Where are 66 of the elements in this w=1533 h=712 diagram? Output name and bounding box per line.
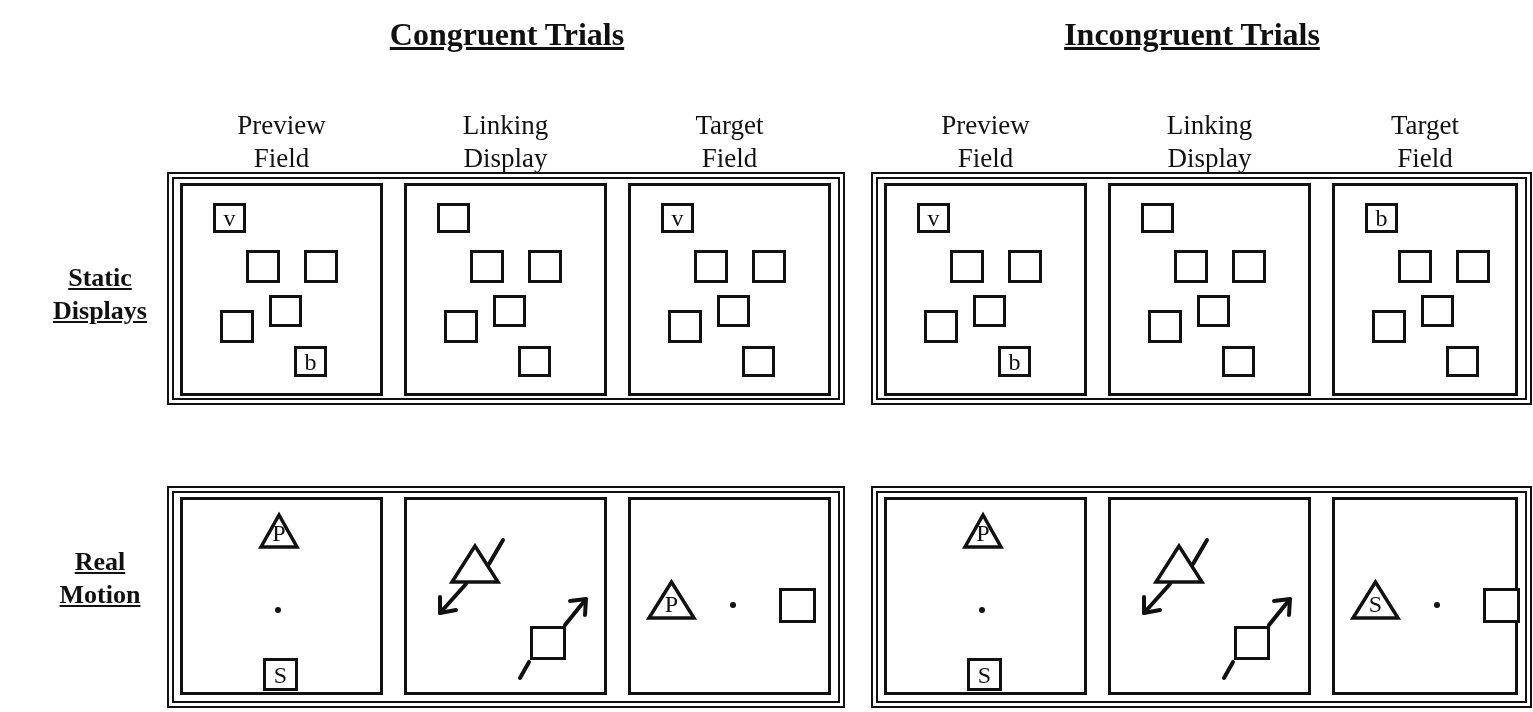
empty-square xyxy=(1483,588,1520,623)
group-heading: Incongruent Trials xyxy=(1064,15,1320,54)
panel-heading: Linking Display xyxy=(461,109,550,175)
display-panel xyxy=(180,497,383,695)
empty-square xyxy=(444,310,478,343)
empty-square xyxy=(1008,250,1042,283)
empty-square xyxy=(304,250,338,283)
empty-square xyxy=(694,250,728,283)
empty-square xyxy=(1446,346,1479,377)
display-panel xyxy=(884,497,1087,695)
letter-square: S xyxy=(263,658,298,691)
letter-square: v xyxy=(661,203,694,233)
empty-square xyxy=(1141,203,1174,233)
empty-square xyxy=(717,295,750,327)
letter-triangle: S xyxy=(1351,580,1400,620)
empty-square xyxy=(950,250,984,283)
empty-square xyxy=(1372,310,1406,343)
empty-square xyxy=(752,250,786,283)
letter-square: S xyxy=(967,658,1002,691)
empty-square xyxy=(1456,250,1490,283)
row-label: Static Displays xyxy=(52,262,148,327)
letter-square: b xyxy=(294,346,327,377)
display-frame xyxy=(871,486,1532,708)
empty-square xyxy=(1148,310,1182,343)
row-label: Real Motion xyxy=(58,546,142,611)
empty-square xyxy=(1222,346,1255,377)
letter-square: b xyxy=(998,346,1031,377)
empty-square xyxy=(1232,250,1266,283)
letter-triangle: P xyxy=(963,513,1003,549)
empty-square xyxy=(668,310,702,343)
panel-heading: Linking Display xyxy=(1165,109,1254,175)
display-panel xyxy=(1108,497,1311,695)
panel-heading: Target Field xyxy=(1389,109,1461,175)
empty-square xyxy=(973,295,1006,327)
empty-square xyxy=(220,310,254,343)
letter-square: v xyxy=(917,203,950,233)
empty-square xyxy=(779,588,816,623)
empty-square xyxy=(246,250,280,283)
empty-square xyxy=(269,295,302,327)
empty-square xyxy=(493,295,526,327)
empty-square xyxy=(1174,250,1208,283)
empty-square xyxy=(1398,250,1432,283)
empty-triangle xyxy=(1154,544,1204,584)
panel-heading: Preview Field xyxy=(940,109,1031,175)
panel-heading: Preview Field xyxy=(236,109,327,175)
empty-square xyxy=(518,346,551,377)
empty-square xyxy=(742,346,775,377)
empty-square xyxy=(1421,295,1454,327)
empty-square xyxy=(924,310,958,343)
group-heading: Congruent Trials xyxy=(389,15,625,54)
empty-square xyxy=(1197,295,1230,327)
empty-square xyxy=(470,250,504,283)
empty-square xyxy=(530,626,566,660)
display-panel xyxy=(628,497,831,695)
empty-square xyxy=(528,250,562,283)
empty-triangle xyxy=(450,544,500,584)
panel-heading: Target Field xyxy=(694,109,765,175)
letter-square: b xyxy=(1365,203,1398,233)
display-panel xyxy=(1332,497,1518,695)
letter-triangle: P xyxy=(647,580,696,620)
letter-square: v xyxy=(213,203,246,233)
empty-square xyxy=(1234,626,1270,660)
letter-triangle: P xyxy=(259,513,299,549)
empty-square xyxy=(437,203,470,233)
display-panel xyxy=(404,497,607,695)
display-frame xyxy=(167,486,845,708)
